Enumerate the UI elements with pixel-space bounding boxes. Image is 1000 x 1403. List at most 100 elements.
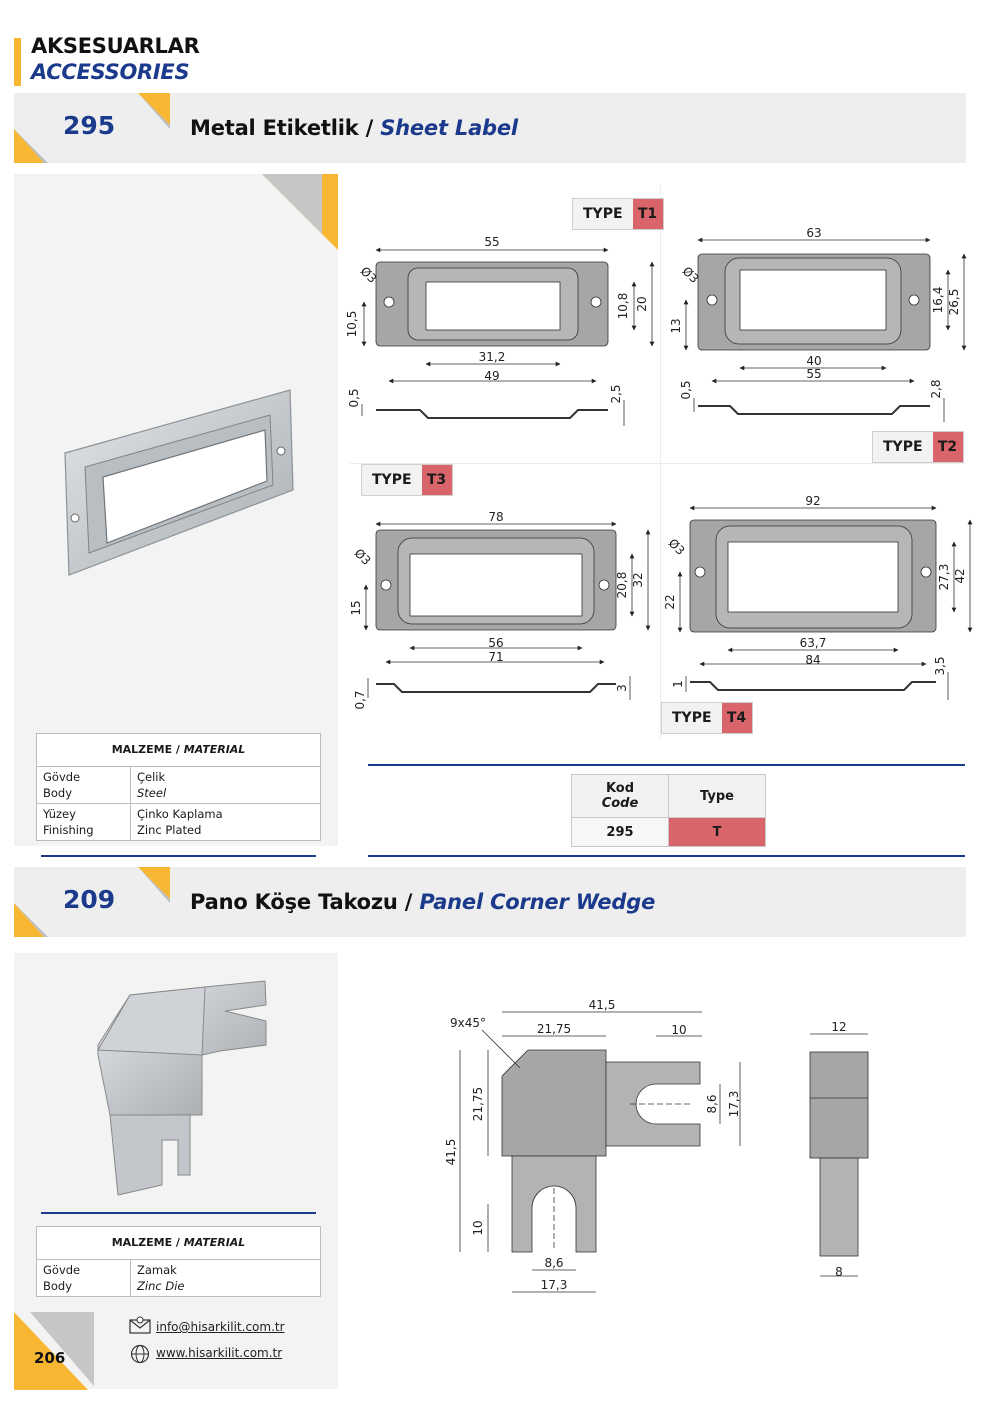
section-band-295 bbox=[14, 93, 966, 163]
dim-t3-h3: 32 bbox=[631, 572, 645, 587]
corner-decoration bbox=[14, 93, 170, 163]
type-code-badge: T4 bbox=[721, 703, 752, 733]
dim-t2-w2: 55 bbox=[806, 367, 821, 381]
dim-t3-w2: 71 bbox=[488, 650, 503, 664]
dim-t4-w2: 84 bbox=[805, 653, 820, 667]
material-value-tr: Çinko Kaplama bbox=[137, 807, 223, 821]
material-heading-tr: MALZEME / bbox=[111, 1236, 184, 1249]
material-heading: MALZEME / MATERIAL bbox=[36, 1226, 321, 1260]
footer-corner-decoration bbox=[14, 1312, 94, 1390]
material-key-en: Body bbox=[43, 786, 73, 800]
website-link[interactable]: www.hisarkilit.com.tr bbox=[156, 1346, 283, 1360]
material-heading-en: MATERIAL bbox=[183, 743, 246, 756]
dim-t1-w2: 49 bbox=[484, 369, 499, 383]
material-key-tr: Yüzey bbox=[43, 807, 76, 821]
material-value-en: Zinc Plated bbox=[137, 823, 202, 837]
dim-t2-t1: 0,5 bbox=[679, 380, 693, 399]
dim-slot-height: 8,6 bbox=[705, 1094, 719, 1113]
dim-t2-w1: 40 bbox=[806, 354, 821, 368]
section-code: 209 bbox=[63, 885, 116, 914]
dim-t2-t2: 2,8 bbox=[929, 379, 943, 398]
type-label-text: TYPE bbox=[883, 439, 923, 455]
dim-t4-h2: 27,3 bbox=[937, 564, 951, 591]
type-label-text: TYPE bbox=[372, 472, 412, 488]
dim-leg-height: 10 bbox=[471, 1220, 485, 1235]
dim-t1-w1: 31,2 bbox=[479, 350, 506, 364]
dim-block-height: 21,75 bbox=[471, 1087, 485, 1121]
dim-t3-hole: Ø3 bbox=[352, 546, 374, 568]
section-band-209 bbox=[14, 867, 966, 937]
dim-t4-hole: Ø3 bbox=[666, 536, 688, 558]
email-icon bbox=[129, 1316, 151, 1334]
type-label-t2: TYPE T2 bbox=[872, 431, 964, 463]
email-link[interactable]: info@hisarkilit.com.tr bbox=[156, 1320, 285, 1334]
type-label-text: TYPE bbox=[672, 710, 712, 726]
material-key-en: Finishing bbox=[43, 823, 94, 837]
type-value: T bbox=[668, 817, 766, 847]
title-en: Panel Corner Wedge bbox=[419, 890, 656, 914]
dim-total-width: 41,5 bbox=[589, 998, 616, 1012]
sheet-label-drawings: 55 Ø3 31,2 49 1 0,5 10,8 20 0,5 2,5 63 Ø3… bbox=[345, 226, 973, 710]
dim-t1-t1: 0,5 bbox=[347, 388, 361, 407]
type-code-badge: T2 bbox=[932, 432, 963, 462]
dim-chamfer: 9x45° bbox=[450, 1016, 486, 1030]
dim-t4-width: 92 bbox=[805, 494, 820, 508]
dim-side-width: 12 bbox=[831, 1020, 846, 1034]
dim-t4-w1: 63,7 bbox=[800, 636, 827, 650]
dim-slot-width: 10 bbox=[671, 1023, 686, 1037]
type-label-t4: TYPE T4 bbox=[661, 702, 753, 734]
corner-decoration bbox=[14, 867, 170, 937]
material-key-en: Body bbox=[43, 1279, 73, 1293]
dim-t1-t2: 2,5 bbox=[609, 384, 623, 403]
divider-line bbox=[368, 764, 965, 766]
quadrant-divider-v bbox=[660, 185, 661, 740]
title-tr: Pano Köşe Takozu / bbox=[190, 890, 420, 914]
type-code-badge: T1 bbox=[632, 199, 663, 229]
dim-t1-h2: 10,8 bbox=[616, 293, 630, 320]
dim-t3-h1: 15 bbox=[349, 600, 363, 615]
dim-t4-t2: 3,5 bbox=[933, 656, 947, 675]
title-en: Sheet Label bbox=[380, 116, 518, 140]
material-value-en: Steel bbox=[137, 786, 167, 800]
dim-t2-width: 63 bbox=[806, 226, 821, 240]
section-title: Pano Köşe Takozu / Panel Corner Wedge bbox=[190, 890, 655, 914]
header-title-en: ACCESSORIES bbox=[31, 60, 190, 84]
title-tr: Metal Etiketlik / bbox=[190, 116, 381, 140]
divider-line bbox=[41, 1212, 316, 1214]
section-title: Metal Etiketlik / Sheet Label bbox=[190, 116, 518, 140]
dim-t3-h2: 20,8 bbox=[615, 572, 629, 599]
material-heading: MALZEME / MATERIAL bbox=[36, 733, 321, 767]
code-header-en: Code bbox=[601, 796, 639, 811]
dim-t3-w1: 56 bbox=[488, 636, 503, 650]
dim-t3-width: 78 bbox=[488, 510, 503, 524]
divider-line bbox=[368, 855, 965, 857]
dim-t1-width: 55 bbox=[484, 235, 499, 249]
dim-t3-t1: 0,7 bbox=[353, 690, 367, 709]
panel-corner-decoration bbox=[262, 174, 338, 250]
material-heading-tr: MALZEME / bbox=[111, 743, 184, 756]
page-number: 206 bbox=[34, 1349, 66, 1367]
quadrant-divider-h bbox=[350, 463, 965, 464]
divider-line bbox=[41, 855, 316, 857]
material-value-tr: Zamak bbox=[137, 1263, 177, 1277]
corner-wedge-drawing: 41,5 9x45° 21,75 10 21,75 41,5 8,6 17,3 … bbox=[444, 998, 869, 1293]
dim-block-width: 21,75 bbox=[537, 1022, 571, 1036]
material-key-tr: Gövde bbox=[43, 1263, 81, 1277]
globe-icon bbox=[130, 1344, 150, 1364]
dim-total-height: 41,5 bbox=[444, 1139, 458, 1166]
code-header-tr: Kod bbox=[605, 781, 635, 796]
dim-leg-width: 17,3 bbox=[541, 1278, 568, 1292]
dim-leg-slot: 8,6 bbox=[544, 1256, 563, 1270]
dim-t1-h3: 20 bbox=[635, 296, 649, 311]
dim-t4-h3: 42 bbox=[953, 568, 967, 583]
material-key-tr: Gövde bbox=[43, 770, 81, 784]
dim-t4-h1: 22 bbox=[663, 594, 677, 609]
dim-t4-t1: 1 bbox=[671, 680, 685, 688]
corner-wedge-product-image bbox=[97, 980, 267, 1196]
